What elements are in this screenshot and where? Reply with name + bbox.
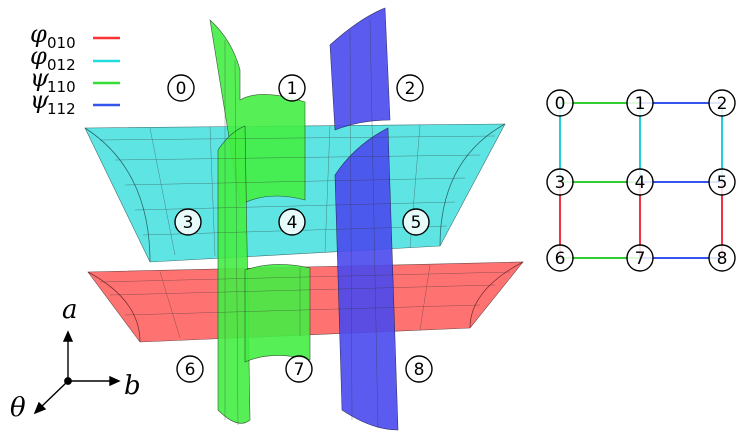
region-label-8: 8 xyxy=(405,355,433,383)
region-label-5-circle xyxy=(402,208,430,236)
axes-triad xyxy=(33,330,121,415)
surface-fold-left xyxy=(84,127,151,263)
graph-node-1: 1 xyxy=(626,89,654,117)
region-label-8-circle xyxy=(405,355,433,383)
region-label-4-text: 4 xyxy=(287,213,298,233)
region-label-2-text: 2 xyxy=(405,79,416,99)
region-label-1-circle xyxy=(278,74,306,102)
legend-symbol: φ xyxy=(30,20,47,48)
graph-node-7: 7 xyxy=(626,244,654,272)
graph-node-7-circle xyxy=(626,244,654,272)
graph-node-4-text: 4 xyxy=(635,173,646,193)
region-label-2: 2 xyxy=(396,74,424,102)
graph-node-7-text: 7 xyxy=(635,249,646,269)
region-label-3-circle xyxy=(174,208,202,236)
surface-psi112-upper xyxy=(329,7,391,131)
region-label-8-text: 8 xyxy=(414,360,425,380)
theta-axis-line xyxy=(39,380,69,409)
region-label-5-text: 5 xyxy=(411,213,422,233)
graph-node-8: 8 xyxy=(708,244,736,272)
axis-label-theta: θ xyxy=(10,393,26,423)
legend-item-psi112: ψ 112 xyxy=(30,86,120,118)
legend-item-psi110: ψ 110 xyxy=(30,64,120,96)
graph-node-5-text: 5 xyxy=(717,173,728,193)
region-label-4: 4 xyxy=(278,208,306,236)
graph-node-4: 4 xyxy=(626,168,654,196)
graph-node-6: 6 xyxy=(546,244,574,272)
axes-origin xyxy=(64,377,72,385)
region-label-6: 6 xyxy=(176,355,204,383)
region-label-0-text: 0 xyxy=(176,79,187,99)
region-label-1-text: 1 xyxy=(287,79,298,99)
legend-symbol: ψ xyxy=(30,86,50,114)
graph-node-1-circle xyxy=(626,89,654,117)
a-axis-arrowhead xyxy=(62,330,74,342)
legend-symbol: ψ xyxy=(30,64,50,92)
surface-psi112 xyxy=(329,7,399,431)
axis-label-b: b xyxy=(124,371,141,401)
surface-psi110-lower xyxy=(217,125,251,424)
surface-mesh xyxy=(99,19,511,429)
region-label-0: 0 xyxy=(167,74,195,102)
surface-fold-right xyxy=(439,123,506,247)
surface-psi112-lower xyxy=(334,127,399,431)
region-label-6-circle xyxy=(176,355,204,383)
region-label-6-text: 6 xyxy=(185,360,196,380)
surface-fold-left xyxy=(87,271,141,343)
graph-node-2-text: 2 xyxy=(717,94,728,114)
region-label-0-circle xyxy=(167,74,195,102)
graph-node-3-text: 3 xyxy=(555,173,566,193)
legend: φ 010 φ 012 ψ 110 ψ 112 xyxy=(30,20,120,118)
b-axis-arrowhead xyxy=(109,375,121,387)
legend-symbol: φ xyxy=(30,42,47,70)
legend-subscript: 010 xyxy=(47,34,76,52)
graph-node-6-circle xyxy=(546,244,574,272)
graph-node-3: 3 xyxy=(546,168,574,196)
region-label-4-circle xyxy=(278,208,306,236)
graph-node-0-text: 0 xyxy=(555,94,566,114)
region-label-7-circle xyxy=(285,355,313,383)
legend-subscript: 112 xyxy=(47,100,76,118)
graph-node-6-text: 6 xyxy=(555,249,566,269)
graph-node-5: 5 xyxy=(708,168,736,196)
legend-item-phi012: φ 012 xyxy=(30,42,120,74)
graph-node-4-circle xyxy=(626,168,654,196)
graph-node-0-circle xyxy=(546,89,574,117)
graph-node-5-circle xyxy=(708,168,736,196)
theta-axis-arrowhead xyxy=(33,401,47,415)
legend-item-phi010: φ 010 xyxy=(30,20,120,52)
graph-node-1-text: 1 xyxy=(635,94,646,114)
region-label-5: 5 xyxy=(402,208,430,236)
graph-node-0: 0 xyxy=(546,89,574,117)
graph-node-3-circle xyxy=(546,168,574,196)
graph-node-8-circle xyxy=(708,244,736,272)
graph-node-2-circle xyxy=(708,89,736,117)
grid-graph: 0 1 2 3 4 5 6 7 8 xyxy=(546,89,736,272)
region-label-7-text: 7 xyxy=(294,360,305,380)
region-label-3: 3 xyxy=(174,208,202,236)
legend-subscript: 110 xyxy=(47,78,76,96)
region-label-2-circle xyxy=(396,74,424,102)
region-label-3-text: 3 xyxy=(183,213,194,233)
surface-fold-right xyxy=(469,261,524,329)
axis-label-a: a xyxy=(62,295,78,325)
surface-psi110-middle xyxy=(244,264,311,363)
graph-nodes: 0 1 2 3 4 5 6 7 8 xyxy=(546,89,736,272)
region-labels: 0 1 2 3 4 5 6 7 8 xyxy=(167,74,433,383)
region-label-1: 1 xyxy=(278,74,306,102)
graph-node-2: 2 xyxy=(708,89,736,117)
graph-node-8-text: 8 xyxy=(717,249,728,269)
legend-subscript: 012 xyxy=(47,56,76,74)
surface-psi110 xyxy=(209,19,311,424)
region-label-7: 7 xyxy=(285,355,313,383)
